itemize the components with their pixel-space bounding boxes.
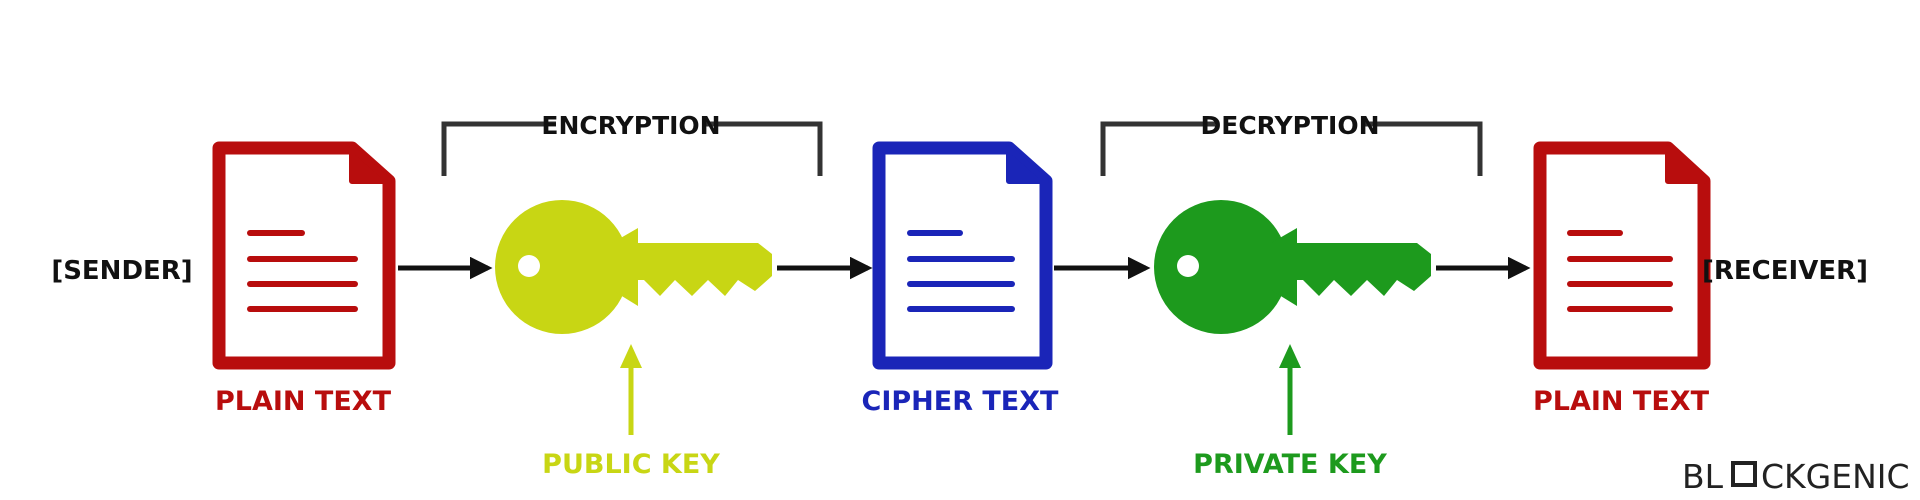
cipher-text-label: CIPHER TEXT [862, 386, 1060, 417]
cipher-text-document [872, 141, 1053, 370]
svg-text:BL: BL [1682, 457, 1724, 496]
plain-text-label-right: PLAIN TEXT [1533, 386, 1710, 417]
private-key-arrow [1279, 344, 1301, 435]
svg-text:CKGENIC: CKGENIC [1761, 457, 1910, 496]
receiver-label: [RECEIVER] [1702, 256, 1868, 286]
decryption-label: DECRYPTION [1200, 111, 1379, 140]
plain-text-label-left: PLAIN TEXT [215, 386, 392, 417]
private-key-label: PRIVATE KEY [1193, 449, 1387, 480]
document-icon [212, 141, 396, 370]
document-icon [872, 141, 1053, 370]
key-icon [495, 200, 772, 334]
document-icon [1533, 141, 1711, 370]
key-icon [1154, 200, 1431, 334]
public-key-arrow [620, 344, 642, 435]
encryption-bracket [441, 121, 823, 176]
blockgenic-logo: BL CKGENIC [1682, 457, 1910, 496]
public-key [495, 200, 772, 334]
public-key-label: PUBLIC KEY [542, 449, 720, 480]
sender-label: [SENDER] [51, 256, 192, 286]
private-key [1154, 200, 1431, 334]
plain-text-document-right [1533, 141, 1711, 370]
plain-text-document-left [212, 141, 396, 370]
decryption-bracket [1100, 121, 1483, 176]
encryption-label: ENCRYPTION [541, 111, 720, 140]
